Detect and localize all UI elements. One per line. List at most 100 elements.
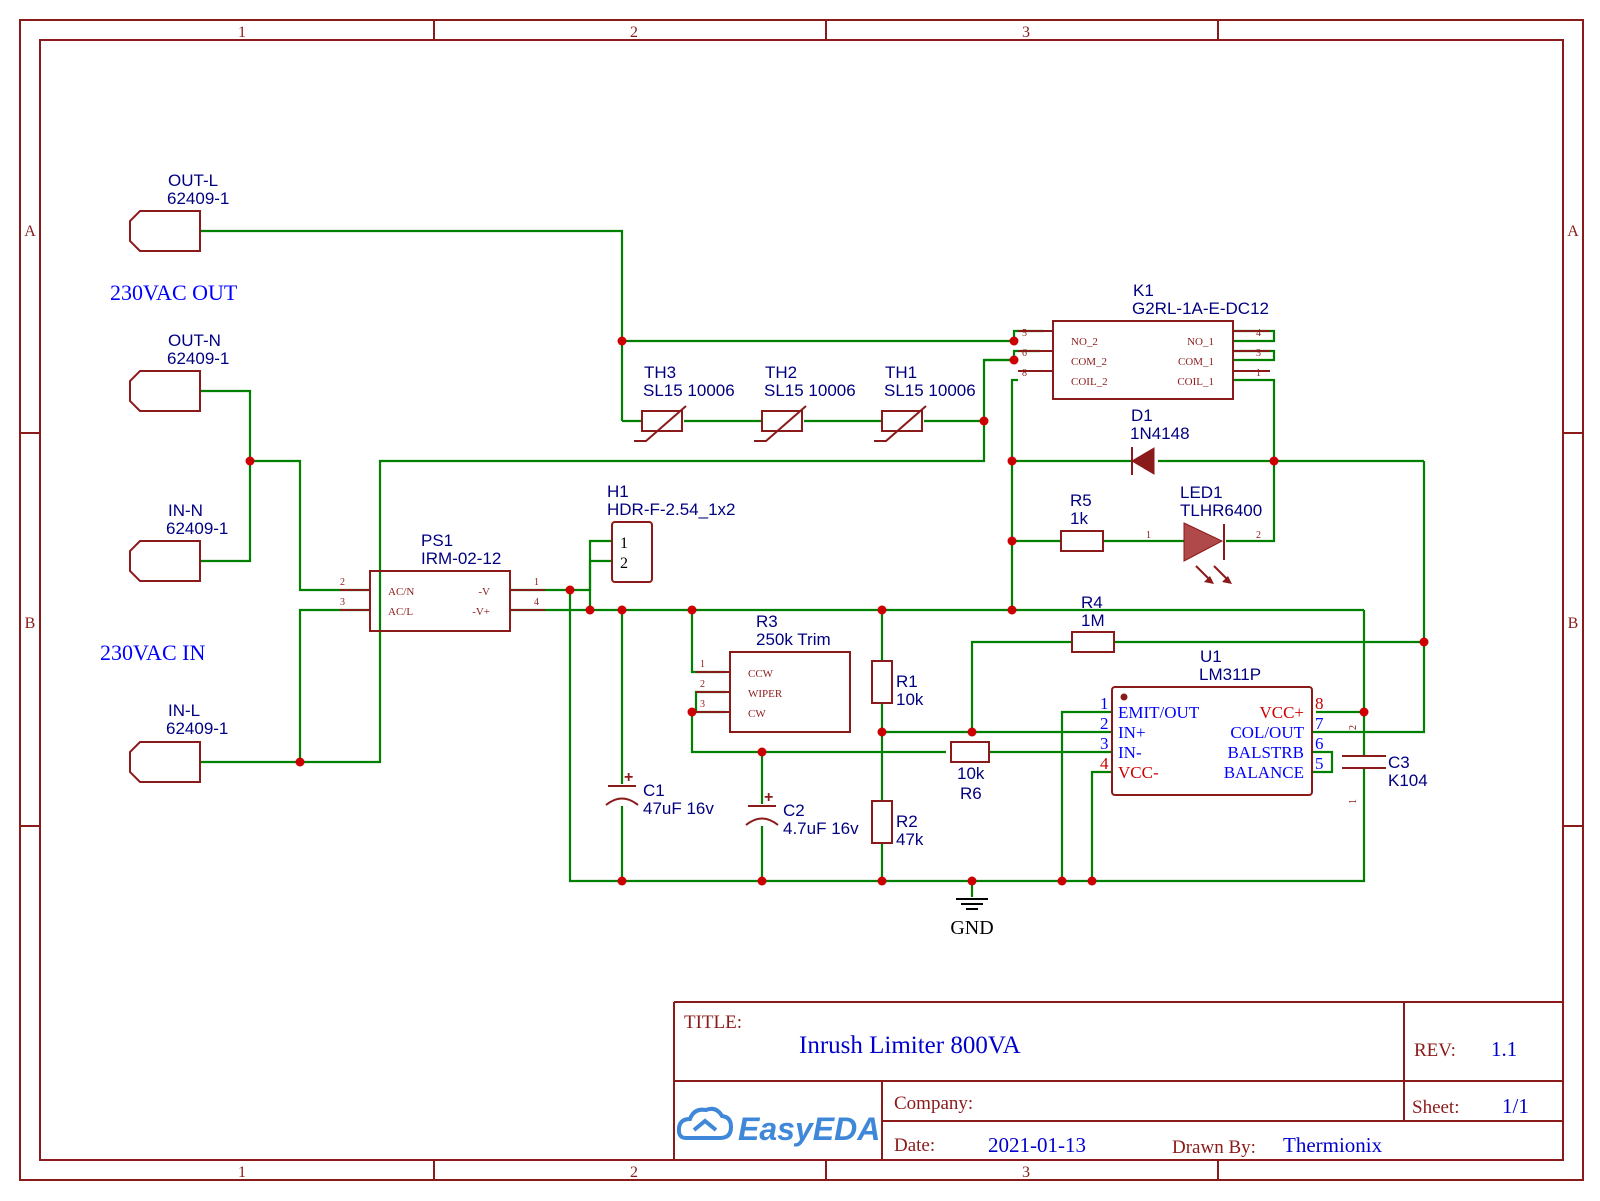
svg-text:3: 3 xyxy=(1100,734,1109,753)
svg-text:1: 1 xyxy=(534,577,539,588)
svg-text:2: 2 xyxy=(340,577,345,588)
header-h1[interactable]: 1 2 H1 HDR-F-2.54_1x2 xyxy=(607,482,736,583)
capacitor-c2-polarity: + xyxy=(764,789,773,806)
power-supply-ps1-ref: PS1 xyxy=(421,531,453,550)
power-supply-ps1[interactable]: 2 3 1 4 AC/N AC/L -V -V+ PS1 IRM-02-12 xyxy=(340,531,545,632)
svg-text:1: 1 xyxy=(1256,368,1261,379)
rev-value: 1.1 xyxy=(1491,1037,1517,1061)
relay-k1-value: G2RL-1A-E-DC12 xyxy=(1132,299,1269,318)
ic-u1-pin-balance: BALANCE xyxy=(1224,763,1304,782)
sheet-label: Sheet: xyxy=(1412,1097,1460,1118)
svg-text:4: 4 xyxy=(1256,328,1261,339)
connector-out-l-ref: OUT-L xyxy=(168,171,218,190)
thermistor-th3[interactable]: TH3 SL15 10006 xyxy=(634,363,735,442)
resistor-r6-value: 10k xyxy=(957,764,985,783)
title-block: TITLE: Inrush Limiter 800VA REV: 1.1 Com… xyxy=(673,1001,1563,1160)
resistor-r2-ref: R2 xyxy=(896,812,918,831)
svg-text:8: 8 xyxy=(1022,368,1027,379)
connector-out-l[interactable]: OUT-L 62409-1 xyxy=(129,171,229,252)
relay-k1-ref: K1 xyxy=(1133,281,1154,300)
svg-text:-V+: -V+ xyxy=(472,606,490,618)
svg-text:2: 2 xyxy=(1256,530,1261,541)
led-led1-ref: LED1 xyxy=(1180,483,1223,502)
resistor-r6-ref: R6 xyxy=(960,784,982,803)
svg-text:WIPER: WIPER xyxy=(748,688,783,700)
svg-text:5: 5 xyxy=(1022,328,1027,339)
connector-in-n-ref: IN-N xyxy=(168,501,203,520)
resistor-r2-value: 47k xyxy=(896,830,924,849)
ic-u1-pin-balstrb: BALSTRB xyxy=(1227,743,1304,762)
svg-text:1: 1 xyxy=(700,659,705,670)
label-230vac-out: 230VAC OUT xyxy=(110,280,238,305)
diode-d1-ref: D1 xyxy=(1131,406,1153,425)
resistor-r4[interactable]: R4 1M xyxy=(1071,593,1115,653)
wires xyxy=(200,229,1426,897)
ground-label: GND xyxy=(950,917,993,939)
date-label: Date: xyxy=(894,1135,935,1156)
svg-text:4: 4 xyxy=(1100,754,1109,773)
connector-out-n[interactable]: OUT-N 62409-1 xyxy=(129,331,229,412)
ground-symbol: GND xyxy=(950,898,994,939)
resistor-r5-ref: R5 xyxy=(1070,491,1092,510)
svg-text:AC/L: AC/L xyxy=(388,606,413,618)
relay-k1[interactable]: K1 G2RL-1A-E-DC12 5 6 8 NO_2 COM_2 COIL_… xyxy=(1018,281,1270,400)
date-value: 2021-01-13 xyxy=(988,1133,1086,1157)
company-label: Company: xyxy=(894,1093,973,1114)
capacitor-c1-value: 47uF 16v xyxy=(643,799,714,818)
connector-in-l[interactable]: IN-L 62409-1 xyxy=(129,701,228,783)
svg-text:2: 2 xyxy=(620,555,628,572)
thermistor-th3-value: SL15 10006 xyxy=(643,381,735,400)
connector-in-n-value: 62409-1 xyxy=(166,519,228,538)
resistor-r1-value: 10k xyxy=(896,690,924,709)
resistor-r2[interactable]: R2 47k xyxy=(871,800,924,849)
resistor-r6[interactable]: 10k R6 xyxy=(950,741,990,803)
svg-text:3: 3 xyxy=(1256,348,1261,359)
connector-in-l-ref: IN-L xyxy=(168,701,200,720)
zone-col-2-bottom: 2 xyxy=(630,1164,638,1181)
led-led1[interactable]: 1 2 LED1 TLHR6400 xyxy=(1146,483,1262,584)
connector-out-l-value: 62409-1 xyxy=(167,189,229,208)
thermistor-th1-ref: TH1 xyxy=(885,363,917,382)
thermistor-th2[interactable]: TH2 SL15 10006 xyxy=(754,363,856,442)
relay-pin-coil1: COIL_1 xyxy=(1177,376,1214,388)
zone-labels: 1 2 3 1 2 3 A B A B xyxy=(24,24,1579,1181)
zone-col-3-bottom: 3 xyxy=(1022,1164,1030,1181)
connector-in-n[interactable]: IN-N 62409-1 xyxy=(129,501,228,582)
capacitor-c1[interactable]: + C1 47uF 16v xyxy=(605,769,714,818)
thermistor-th2-value: SL15 10006 xyxy=(764,381,856,400)
title-label: TITLE: xyxy=(684,1012,742,1033)
capacitor-c3[interactable]: 2 1 C3 K104 xyxy=(1342,725,1428,804)
zone-row-b-right: B xyxy=(1568,615,1579,632)
header-h1-ref: H1 xyxy=(607,482,629,501)
drawn-by-label: Drawn By: xyxy=(1172,1137,1256,1158)
thermistor-th3-ref: TH3 xyxy=(644,363,676,382)
thermistor-th1[interactable]: TH1 SL15 10006 xyxy=(874,363,976,442)
capacitor-c3-ref: C3 xyxy=(1388,753,1410,772)
capacitor-c2[interactable]: + C2 4.7uF 16v xyxy=(745,789,859,838)
connector-out-n-ref: OUT-N xyxy=(168,331,221,350)
resistor-r1-ref: R1 xyxy=(896,672,918,691)
trimmer-r3-value: 250k Trim xyxy=(756,630,831,649)
svg-text:1: 1 xyxy=(1146,530,1151,541)
easyeda-logo-text: EasyEDA xyxy=(738,1111,880,1147)
zone-col-2-top: 2 xyxy=(630,24,638,41)
relay-pin-com2: COM_2 xyxy=(1071,356,1107,368)
svg-text:CW: CW xyxy=(748,708,766,720)
zone-col-1-top: 1 xyxy=(238,24,246,41)
capacitor-c2-ref: C2 xyxy=(783,801,805,820)
svg-text:8: 8 xyxy=(1315,694,1324,713)
header-h1-value: HDR-F-2.54_1x2 xyxy=(607,500,736,519)
resistor-r4-ref: R4 xyxy=(1081,593,1103,612)
power-supply-ps1-value: IRM-02-12 xyxy=(421,549,501,568)
resistor-r1[interactable]: R1 10k xyxy=(871,660,924,709)
trimmer-r3-ref: R3 xyxy=(756,612,778,631)
diode-d1[interactable]: D1 1N4148 xyxy=(1130,406,1190,475)
ic-u1[interactable]: U1 LM311P 1 2 3 4 EMIT/OUT IN+ IN- VCC- … xyxy=(1100,647,1324,796)
sheet-frame xyxy=(19,19,1584,1181)
trimmer-r3[interactable]: 1 2 3 CCW WIPER CW R3 250k Trim xyxy=(696,612,851,733)
resistor-r5[interactable]: R5 1k xyxy=(1060,491,1104,552)
thermistor-th1-value: SL15 10006 xyxy=(884,381,976,400)
zone-row-a-left: A xyxy=(24,223,36,240)
ic-u1-pin-vcc-minus: VCC- xyxy=(1118,763,1159,782)
